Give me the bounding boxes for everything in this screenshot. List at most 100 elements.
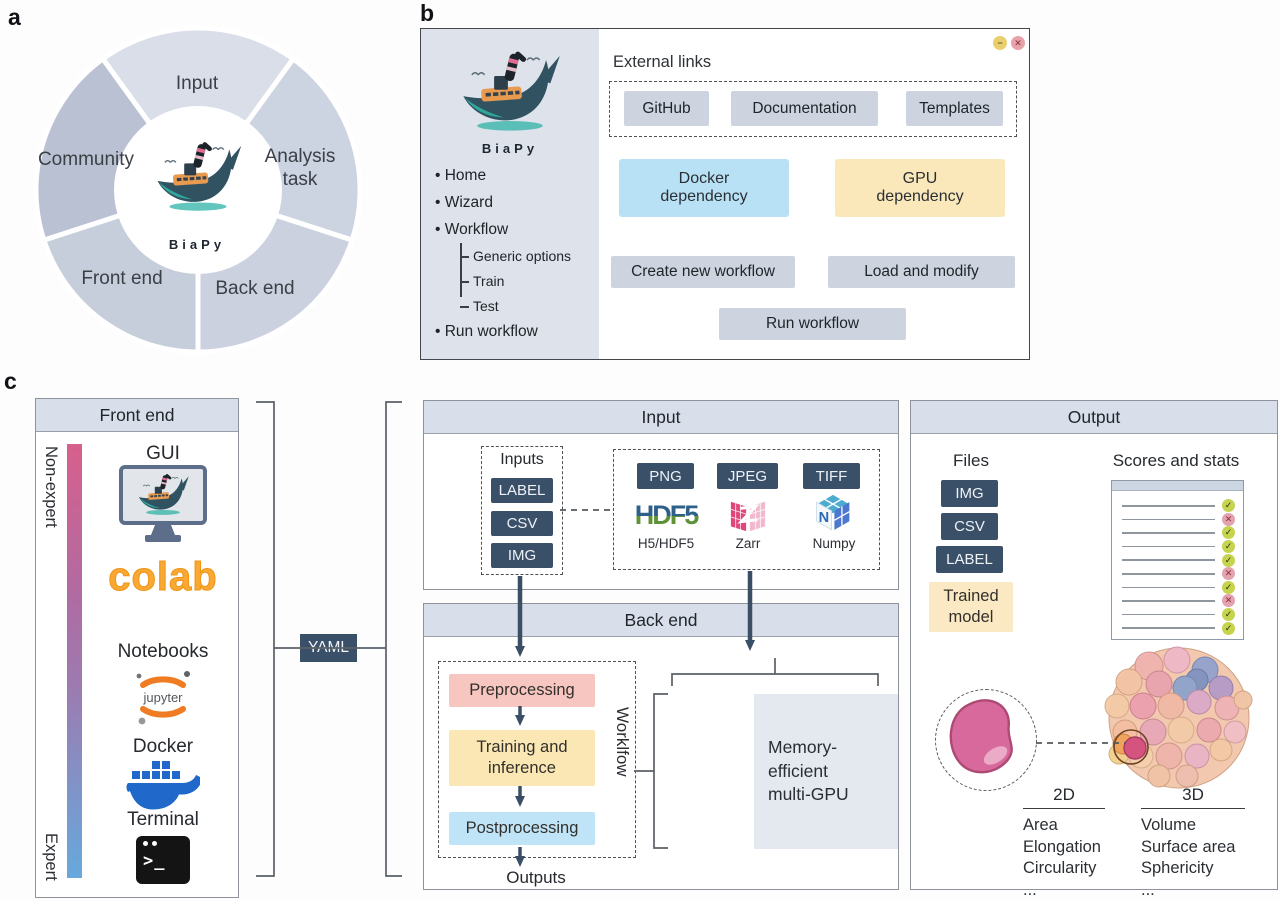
- metrics-2d-list: Area Elongation Circularity ...: [1023, 815, 1133, 901]
- score-row: ✓: [1122, 608, 1235, 622]
- score-line: [1122, 600, 1215, 602]
- terminal-prompt: >_: [136, 846, 190, 871]
- label-output-chip: LABEL: [936, 546, 1003, 573]
- check-icon: ✓: [1222, 581, 1235, 594]
- sidebar-menu: Home Wizard Workflow Generic options Tra…: [435, 167, 571, 350]
- multi-gpu-box: Memory-efficient multi-GPU: [754, 694, 898, 849]
- expertise-gradient-bar: [67, 444, 82, 878]
- inputs-group-label: Inputs: [482, 451, 562, 469]
- workflow-group: Preprocessing Training and inference Pos…: [438, 661, 636, 858]
- panel-b-label: b: [420, 0, 434, 27]
- load-and-modify-button[interactable]: Load and modify: [828, 256, 1015, 288]
- non-expert-label: Non-expert: [41, 446, 60, 528]
- cell-2d-blob: [936, 690, 1036, 790]
- colab-wordmark: colab: [86, 555, 240, 600]
- gui-sidebar: BiaPy Home Wizard Workflow Generic optio…: [421, 29, 599, 359]
- score-row: ✓: [1122, 540, 1235, 554]
- metric-elongation: Elongation: [1023, 837, 1133, 859]
- hdf5-icon: HDF5: [628, 500, 704, 531]
- img-output-chip: IMG: [941, 480, 998, 507]
- score-line: [1122, 559, 1215, 561]
- docker-label: Docker: [86, 736, 240, 758]
- png-chip: PNG: [637, 463, 694, 489]
- cross-icon: ✕: [1222, 567, 1235, 580]
- score-row: ✓: [1122, 526, 1235, 540]
- check-icon: ✓: [1222, 608, 1235, 621]
- scores-panel-header: [1112, 481, 1243, 491]
- create-new-workflow-button[interactable]: Create new workflow: [611, 256, 795, 288]
- metric-volume: Volume: [1141, 815, 1261, 837]
- docker-icon: [126, 759, 200, 813]
- segment-label-analysis-task: Analysis task: [254, 146, 346, 192]
- back-end-box: Back end Preprocessing Training and infe…: [423, 603, 899, 890]
- zarr-icon: [727, 496, 769, 534]
- menu-item-test[interactable]: Test: [460, 298, 571, 314]
- check-icon: ✓: [1222, 540, 1235, 553]
- front-end-header: Front end: [36, 399, 238, 432]
- segment-label-input: Input: [147, 73, 247, 96]
- biapy-wordmark: BiaPy: [147, 237, 247, 252]
- run-workflow-button[interactable]: Run workflow: [719, 308, 906, 340]
- jpeg-chip: JPEG: [717, 463, 778, 489]
- gui-label: GUI: [86, 443, 240, 465]
- metric-sphericity: Sphericity: [1141, 858, 1261, 880]
- notebooks-label: Notebooks: [86, 641, 240, 663]
- menu-item-workflow[interactable]: Workflow: [435, 221, 571, 239]
- scores-list: ✓✕✓✓✓✕✓✕✓✓: [1112, 491, 1243, 639]
- score-line: [1122, 573, 1215, 575]
- documentation-button[interactable]: Documentation: [731, 91, 878, 126]
- cross-icon: ✕: [1222, 594, 1235, 607]
- score-row: ✕: [1122, 513, 1235, 527]
- numpy-label: Numpy: [804, 536, 864, 551]
- segment-label-community: Community: [27, 149, 145, 172]
- panel-a-label: a: [8, 4, 21, 31]
- numpy-icon: N: [814, 494, 852, 534]
- monitor-icon: [119, 465, 207, 545]
- panel-c-label: c: [4, 368, 17, 395]
- biapy-gui-window: − ✕ BiaPy Home Wizard Workflow Generic o…: [420, 28, 1030, 360]
- training-inference-step: Training and inference: [449, 730, 595, 786]
- back-end-header: Back end: [424, 604, 898, 637]
- segment-label-back-end: Back end: [200, 278, 310, 301]
- cross-icon: ✕: [1222, 513, 1235, 526]
- tiff-chip: TIFF: [803, 463, 860, 489]
- menu-item-home[interactable]: Home: [435, 167, 571, 185]
- menu-item-train[interactable]: Train: [460, 273, 571, 289]
- multi-gpu-label: Memory-efficient multi-GPU: [768, 736, 868, 807]
- cell-2d-inset: [935, 689, 1037, 791]
- postprocessing-step: Postprocessing: [449, 812, 595, 845]
- docker-dependency-label: Docker dependency: [648, 170, 760, 206]
- spheroid-3d: [1093, 644, 1259, 800]
- templates-button[interactable]: Templates: [906, 91, 1003, 126]
- menu-item-generic-options[interactable]: Generic options: [460, 248, 571, 264]
- expert-label: Expert: [41, 833, 60, 881]
- label-chip: LABEL: [491, 478, 553, 503]
- sidebar-logo-label: BiaPy: [460, 141, 560, 156]
- metrics-2d-title: 2D: [1023, 785, 1105, 809]
- terminal-label: Terminal: [86, 809, 240, 831]
- yaml-node: YAML: [300, 634, 357, 662]
- metric-area: Area: [1023, 815, 1133, 837]
- score-row: ✓: [1122, 581, 1235, 595]
- csv-chip: CSV: [491, 511, 553, 536]
- hdf5-label: H5/HDF5: [620, 536, 712, 551]
- score-line: [1122, 546, 1215, 548]
- gui-main-area: External links GitHub Documentation Temp…: [599, 29, 1029, 359]
- biapy-logo: [457, 49, 563, 139]
- score-line: [1122, 519, 1215, 521]
- csv-output-chip: CSV: [941, 513, 998, 540]
- svg-text:jupyter: jupyter: [142, 690, 183, 705]
- input-box: Input Inputs LABEL CSV IMG PNG JPEG TIFF…: [423, 400, 899, 590]
- menu-item-run-workflow[interactable]: Run workflow: [435, 323, 571, 341]
- scores-label: Scores and stats: [1101, 451, 1251, 471]
- github-button[interactable]: GitHub: [624, 91, 709, 126]
- outputs-label: Outputs: [438, 868, 634, 888]
- front-end-box: Front end Non-expert Expert GUI colab No…: [35, 398, 239, 898]
- metric-circularity: Circularity: [1023, 858, 1133, 880]
- menu-item-wizard[interactable]: Wizard: [435, 194, 571, 212]
- preprocessing-step: Preprocessing: [449, 674, 595, 707]
- files-label: Files: [939, 451, 1003, 471]
- external-links-group: GitHub Documentation Templates: [609, 81, 1017, 137]
- check-icon: ✓: [1222, 499, 1235, 512]
- terminal-icon: >_: [136, 836, 190, 884]
